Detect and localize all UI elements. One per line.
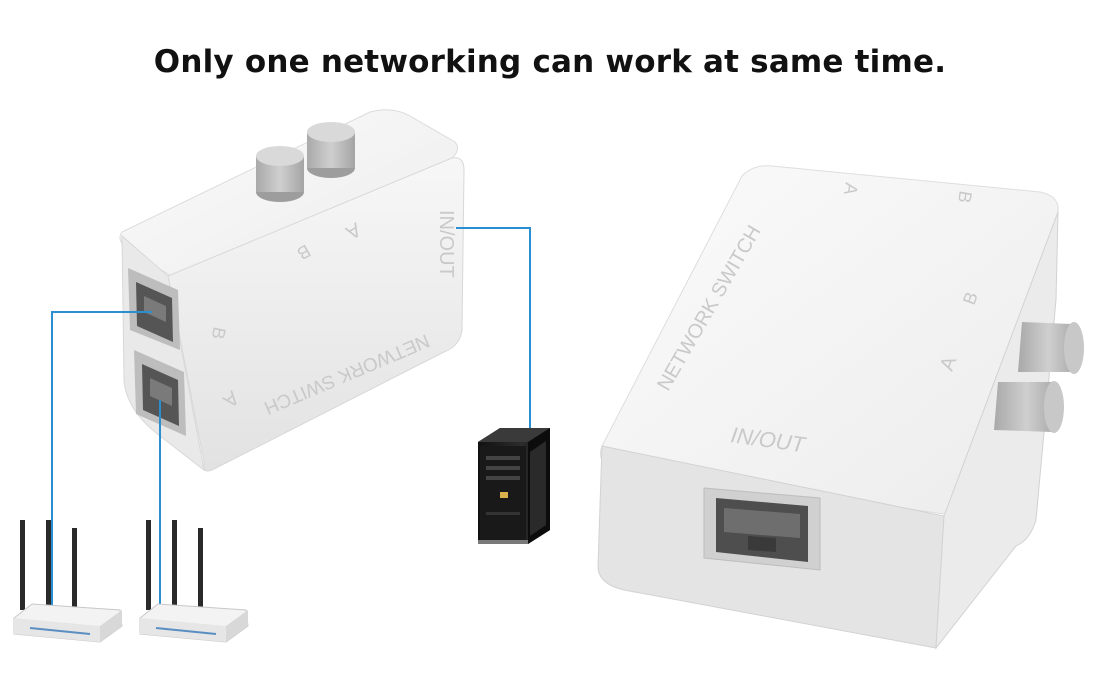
left-port-b-label: B <box>208 325 230 341</box>
headline: Only one networking can work at same tim… <box>153 44 947 80</box>
right-button-b <box>1018 322 1084 374</box>
router-2-icon <box>139 520 249 643</box>
cable-inout-computer <box>456 227 531 430</box>
left-network-switch: B A B A NETWORK SWITCH IN/OUT <box>119 109 465 472</box>
button-a <box>307 122 355 178</box>
right-top-b-label: B <box>954 189 976 204</box>
right-network-switch: NETWORK SWITCH IN/OUT A B B A <box>597 165 1084 650</box>
router-1-icon <box>13 520 123 643</box>
port-b <box>128 268 180 350</box>
cables <box>51 227 531 610</box>
computer-icon <box>478 428 550 544</box>
left-inout-label: IN/OUT <box>435 210 457 278</box>
port-a <box>134 350 186 436</box>
button-b <box>256 146 304 202</box>
right-top-a-label: A <box>840 181 862 196</box>
right-port-inout <box>703 487 821 571</box>
cable-port-b-router <box>51 311 152 610</box>
right-button-a <box>994 381 1064 433</box>
